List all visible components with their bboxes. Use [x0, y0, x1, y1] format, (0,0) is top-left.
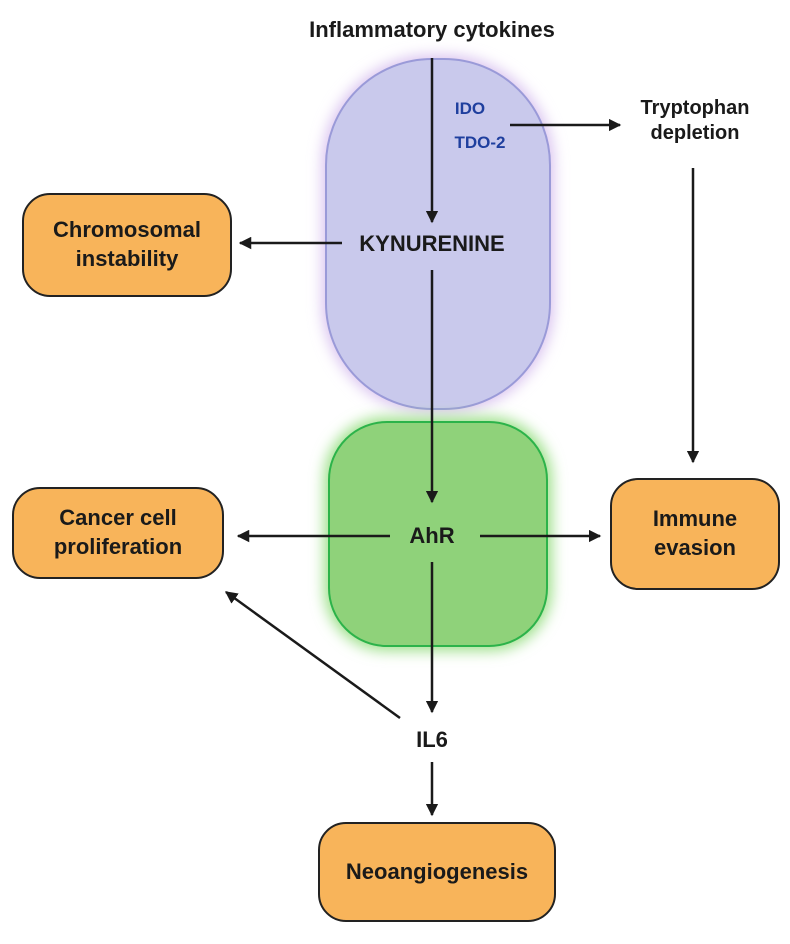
ahr-label: AhR [409, 523, 455, 548]
cancer-cell-line: Cancer cell [59, 505, 177, 531]
immune-evasion-box: Immune evasion [610, 478, 780, 590]
proliferation-line: proliferation [53, 534, 183, 559]
neoangiogenesis-box: Neoangiogenesis [318, 822, 556, 922]
ahr-region [328, 421, 548, 647]
ido-label: IDO [454, 99, 486, 118]
kynurenine-region [325, 58, 551, 410]
il6-label: IL6 [416, 727, 448, 752]
neoangiogenesis-label: Neoangiogenesis [345, 858, 529, 884]
chromosomal-line: Chromosomal [53, 217, 201, 243]
cancer-cell-proliferation-box: Cancer cell proliferation [12, 487, 224, 579]
chromosomal-instability-box: Chromosomal instability [22, 193, 232, 297]
tryptophan-line: Tryptophan [640, 97, 750, 119]
tdo2-label: TDO-2 [454, 133, 506, 152]
immune-line: Immune [652, 506, 738, 532]
instability-line: instability [75, 246, 179, 271]
arrow-il6-to-cancer [224, 590, 401, 720]
inflammatory-cytokines-label: Inflammatory cytokines [309, 17, 555, 42]
depletion-line: depletion [650, 122, 740, 144]
kynurenine-label: KYNURENINE [359, 231, 505, 256]
evasion-line: evasion [654, 535, 736, 560]
tryptophan-depletion-label: Tryptophan depletion [610, 96, 780, 146]
